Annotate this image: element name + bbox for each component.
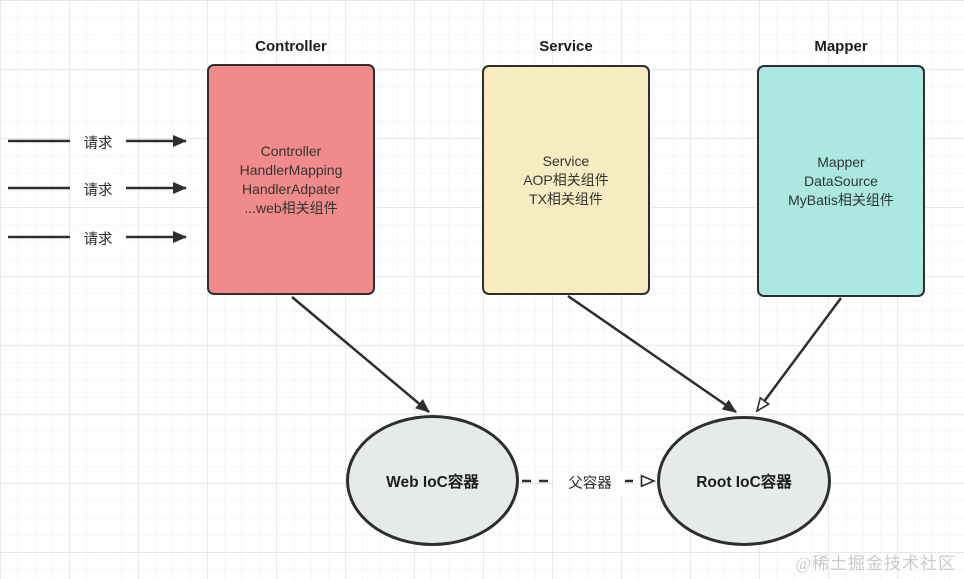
service-box: Service AOP相关组件 TX相关组件: [482, 65, 650, 295]
controller-column-title: Controller: [255, 38, 327, 55]
root-ioc-container-label: Root IoC容器: [696, 474, 792, 491]
parent-container-label: 父容器: [555, 471, 625, 494]
watermark: @稀土掘金技术社区: [795, 554, 956, 573]
mapper-column-title: Mapper: [814, 38, 868, 55]
request-label-3: 请求: [70, 227, 126, 250]
controller-to-web-ioc-arrow: [291, 296, 430, 413]
request-label-2: 请求: [70, 178, 126, 201]
root-ioc-container-ellipse: Root IoC容器: [657, 416, 831, 546]
mapper-to-root-ioc-arrow: [757, 297, 843, 411]
controller-box-text: Controller HandlerMapping HandlerAdpater…: [239, 142, 343, 216]
service-box-text: Service AOP相关组件 TX相关组件: [523, 152, 609, 207]
web-ioc-container-ellipse: Web IoC容器: [346, 415, 519, 546]
request-label-1: 请求: [70, 131, 126, 154]
mapper-box: Mapper DataSource MyBatis相关组件: [757, 65, 925, 297]
mapper-box-text: Mapper DataSource MyBatis相关组件: [788, 153, 894, 208]
service-to-root-ioc-arrow: [567, 294, 737, 414]
web-ioc-container-label: Web IoC容器: [386, 473, 479, 491]
service-column-title: Service: [539, 38, 593, 55]
controller-box: Controller HandlerMapping HandlerAdpater…: [207, 64, 375, 295]
